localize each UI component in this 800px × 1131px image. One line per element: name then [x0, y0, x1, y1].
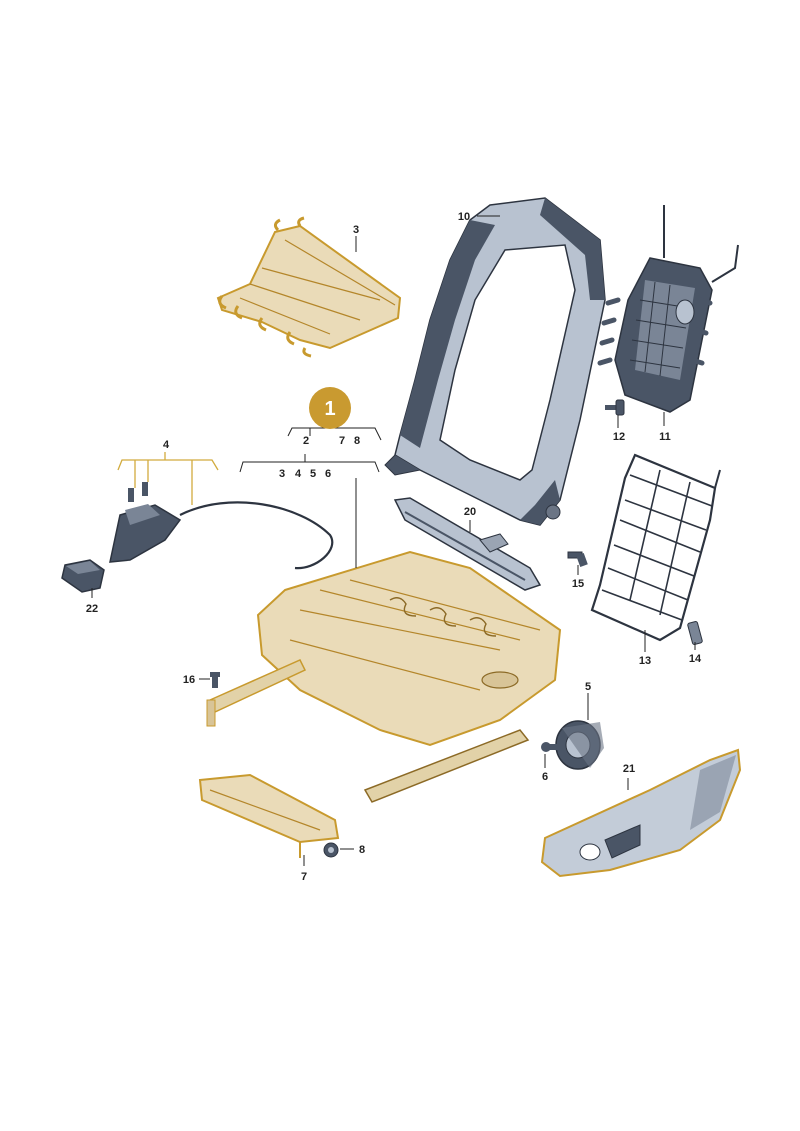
callout-5[interactable]: 5 [585, 681, 591, 693]
part-15-screw[interactable] [567, 551, 588, 568]
part-7-lower-cover[interactable] [198, 773, 340, 858]
badge-number: 1 [324, 398, 335, 420]
part-13-wire-mesh[interactable] [590, 453, 721, 642]
group-labels: 2 7 8 3 4 5 6 [279, 435, 360, 480]
part-callouts: 3 4 5 6 7 8 10 11 12 13 14 15 16 20 21 2… [86, 211, 702, 883]
callout-13[interactable]: 13 [639, 655, 651, 667]
group-label-8: 8 [354, 435, 360, 447]
part-10-backrest-frame[interactable] [384, 197, 606, 526]
part-5-motor[interactable] [555, 720, 604, 770]
part-8-nut[interactable] [323, 842, 339, 858]
callout-22[interactable]: 22 [86, 603, 98, 615]
callout-7[interactable]: 7 [301, 871, 307, 883]
sub-label-3: 3 [279, 468, 285, 480]
callout-16[interactable]: 16 [183, 674, 195, 686]
group-label-7: 7 [339, 435, 345, 447]
part-22-knob[interactable] [61, 559, 105, 593]
part-6-screw[interactable] [541, 742, 558, 752]
callout-14[interactable]: 14 [689, 653, 702, 665]
seat-frame-assembly[interactable] [206, 550, 562, 803]
part-21-side-trim[interactable] [540, 748, 742, 878]
part-20-side-rail[interactable] [393, 497, 542, 591]
part-11-lumbar-support[interactable] [597, 205, 739, 413]
callout-12[interactable]: 12 [613, 431, 625, 443]
callout-20[interactable]: 20 [464, 506, 476, 518]
part-14-bolt[interactable] [687, 621, 703, 645]
callout-21[interactable]: 21 [623, 763, 635, 775]
callout-11[interactable]: 11 [659, 431, 671, 443]
sub-label-6: 6 [325, 468, 331, 480]
callout-6[interactable]: 6 [542, 771, 548, 783]
callout-8[interactable]: 8 [359, 844, 365, 856]
callout-3[interactable]: 3 [353, 224, 359, 236]
sub-label-4: 4 [295, 468, 302, 480]
part-16-bolt[interactable] [210, 672, 220, 688]
part-3-seat-mat[interactable] [216, 216, 402, 358]
group-badge-1[interactable]: 1 [309, 387, 351, 429]
callout-15[interactable]: 15 [572, 578, 584, 590]
sub-label-5: 5 [310, 468, 316, 480]
callout-4[interactable]: 4 [163, 439, 170, 451]
group-label-2: 2 [303, 435, 309, 447]
part-12-pin[interactable] [605, 399, 625, 416]
callout-10[interactable]: 10 [458, 211, 470, 223]
part-4-adjuster-assembly[interactable] [109, 482, 334, 570]
leader-lines [91, 215, 696, 866]
